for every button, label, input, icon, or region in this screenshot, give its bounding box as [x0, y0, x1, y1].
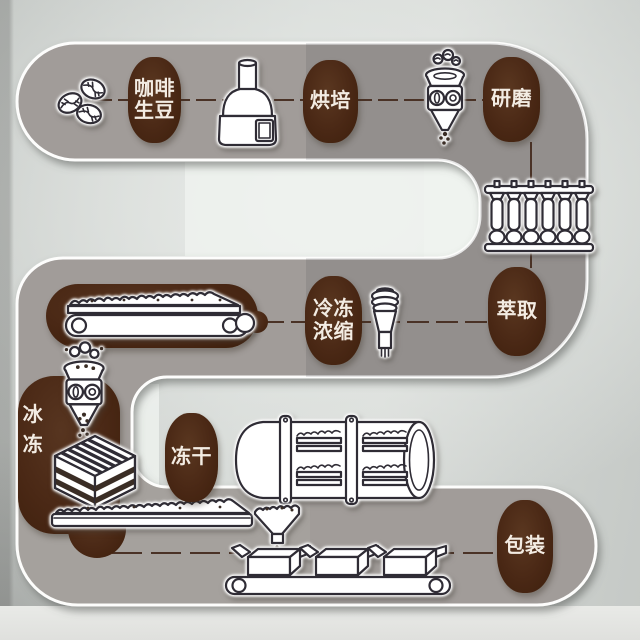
- roaster-machine-icon: [198, 58, 296, 148]
- step-pill-freeze-drying: 冻干: [165, 413, 218, 502]
- dryer-tray-stack: [295, 429, 343, 453]
- frozen-tray-stack-icon: [45, 430, 141, 512]
- step-pill-roasting: 烘培: [303, 60, 358, 143]
- step-label: 浓缩: [313, 320, 354, 343]
- long-tray-icon: [48, 498, 258, 533]
- step-label: 咖啡: [134, 77, 175, 100]
- coffee-beans-icon: [55, 74, 115, 128]
- step-pill-extraction: 萃取: [488, 267, 546, 356]
- freeze-dryer-drum-icon: [233, 414, 438, 506]
- step-pill-packaging: 包装: [497, 500, 553, 593]
- background-bottom-strip: [0, 606, 640, 640]
- step-label: 包装: [504, 535, 546, 558]
- step-label: 冻干: [171, 446, 212, 469]
- conveyor-belt-icon: [62, 291, 262, 344]
- open-box: [230, 543, 312, 577]
- step-label: 冰: [22, 404, 44, 426]
- step-label: 萃取: [496, 300, 538, 323]
- grinder-icon: [414, 48, 476, 150]
- step-label: 生豆: [134, 100, 175, 122]
- step-pill-green-beans: 咖啡 生豆: [128, 57, 181, 143]
- step-label: 研磨: [491, 88, 532, 111]
- evaporator-icon: [366, 286, 404, 360]
- filling-funnel-icon: [252, 502, 302, 552]
- mill-icon: [52, 341, 116, 446]
- step-pill-freeze-concentration: 冷冻 浓缩: [305, 276, 362, 365]
- extraction-columns-icon: [483, 179, 595, 260]
- step-label: 冻: [22, 434, 44, 456]
- step-label: 冷冻: [313, 298, 354, 321]
- packing-boxes-conveyor-icon: [222, 536, 457, 600]
- step-pill-grinding: 研磨: [483, 57, 540, 142]
- step-pill-freezing: 冰 冻: [18, 400, 48, 460]
- step-label: 烘培: [310, 90, 351, 113]
